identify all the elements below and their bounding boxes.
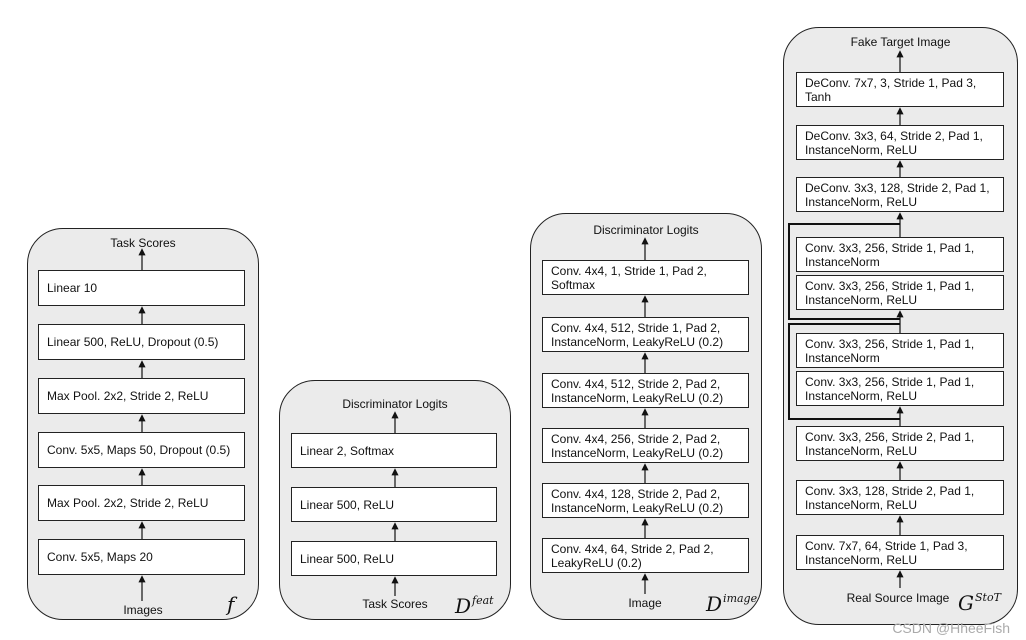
f-block-2: Linear 500, ReLU, Dropout (0.5): [38, 324, 245, 360]
g-stot-block-5: Conv. 3x3, 256, Stride 1, Pad 1, Instanc…: [796, 275, 1004, 310]
g-stot-top-label: Fake Target Image: [850, 35, 951, 49]
d-image-block-1: Conv. 4x4, 1, Stride 1, Pad 2, Softmax: [542, 260, 749, 295]
f-block-5: Max Pool. 2x2, Stride 2, ReLU: [38, 485, 245, 521]
f-top-label: Task Scores: [110, 236, 176, 250]
d-image-network-label: Dimage: [706, 589, 757, 614]
watermark: CSDN @HheeFish: [892, 620, 1010, 636]
g-stot-block-1: DeConv. 7x7, 3, Stride 1, Pad 3, Tanh: [796, 72, 1004, 107]
d-feat-network-symbol: D: [455, 594, 472, 618]
d-feat-network-sup: feat: [472, 594, 494, 607]
f-block-4: Conv. 5x5, Maps 50, Dropout (0.5): [38, 432, 245, 468]
g-stot-block-10: Conv. 7x7, 64, Stride 1, Pad 3, Instance…: [796, 535, 1004, 570]
d-feat-block-1: Linear 2, Softmax: [291, 433, 497, 468]
f-block-6: Conv. 5x5, Maps 20: [38, 539, 245, 575]
d-feat-network-label: Dfeat: [455, 591, 494, 616]
g-stot-network-symbol: G: [958, 591, 974, 615]
f-network-symbol: f: [227, 592, 235, 616]
f-network-label: f: [227, 589, 235, 614]
d-image-network-sup: image: [723, 592, 758, 605]
g-stot-block-8: Conv. 3x3, 256, Stride 2, Pad 1, Instanc…: [796, 426, 1004, 461]
d-image-block-3: Conv. 4x4, 512, Stride 2, Pad 2, Instanc…: [542, 373, 749, 408]
d-image-top-label: Discriminator Logits: [593, 223, 699, 237]
g-stot-skip-connection-1: [788, 223, 900, 320]
d-image-block-6: Conv. 4x4, 64, Stride 2, Pad 2, LeakyReL…: [542, 538, 749, 573]
g-stot-block-4: Conv. 3x3, 256, Stride 1, Pad 1, Instanc…: [796, 237, 1004, 272]
d-feat-top-label: Discriminator Logits: [342, 397, 448, 411]
g-stot-block-9: Conv. 3x3, 128, Stride 2, Pad 1, Instanc…: [796, 480, 1004, 515]
g-stot-block-2: DeConv. 3x3, 64, Stride 2, Pad 1, Instan…: [796, 125, 1004, 160]
d-image-network-symbol: D: [706, 592, 723, 616]
f-block-3: Max Pool. 2x2, Stride 2, ReLU: [38, 378, 245, 414]
f-block-1: Linear 10: [38, 270, 245, 306]
g-stot-network-sup: StoT: [974, 591, 1001, 604]
g-stot-block-7: Conv. 3x3, 256, Stride 1, Pad 1, Instanc…: [796, 371, 1004, 406]
g-stot-bottom-label: Real Source Image: [846, 591, 950, 605]
g-stot-network-label: GStoT: [958, 588, 1001, 613]
d-image-block-4: Conv. 4x4, 256, Stride 2, Pad 2, Instanc…: [542, 428, 749, 463]
d-image-block-5: Conv. 4x4, 128, Stride 2, Pad 2, Instanc…: [542, 483, 749, 518]
d-feat-bottom-label: Task Scores: [362, 597, 428, 611]
g-stot-block-6: Conv. 3x3, 256, Stride 1, Pad 1, Instanc…: [796, 333, 1004, 368]
d-feat-block-2: Linear 500, ReLU: [291, 487, 497, 522]
g-stot-block-3: DeConv. 3x3, 128, Stride 2, Pad 1, Insta…: [796, 177, 1004, 212]
d-feat-block-3: Linear 500, ReLU: [291, 541, 497, 576]
g-stot-skip-connection-2: [788, 323, 900, 420]
d-image-block-2: Conv. 4x4, 512, Stride 1, Pad 2, Instanc…: [542, 317, 749, 352]
d-image-bottom-label: Image: [628, 596, 662, 610]
f-bottom-label: Images: [123, 603, 163, 617]
